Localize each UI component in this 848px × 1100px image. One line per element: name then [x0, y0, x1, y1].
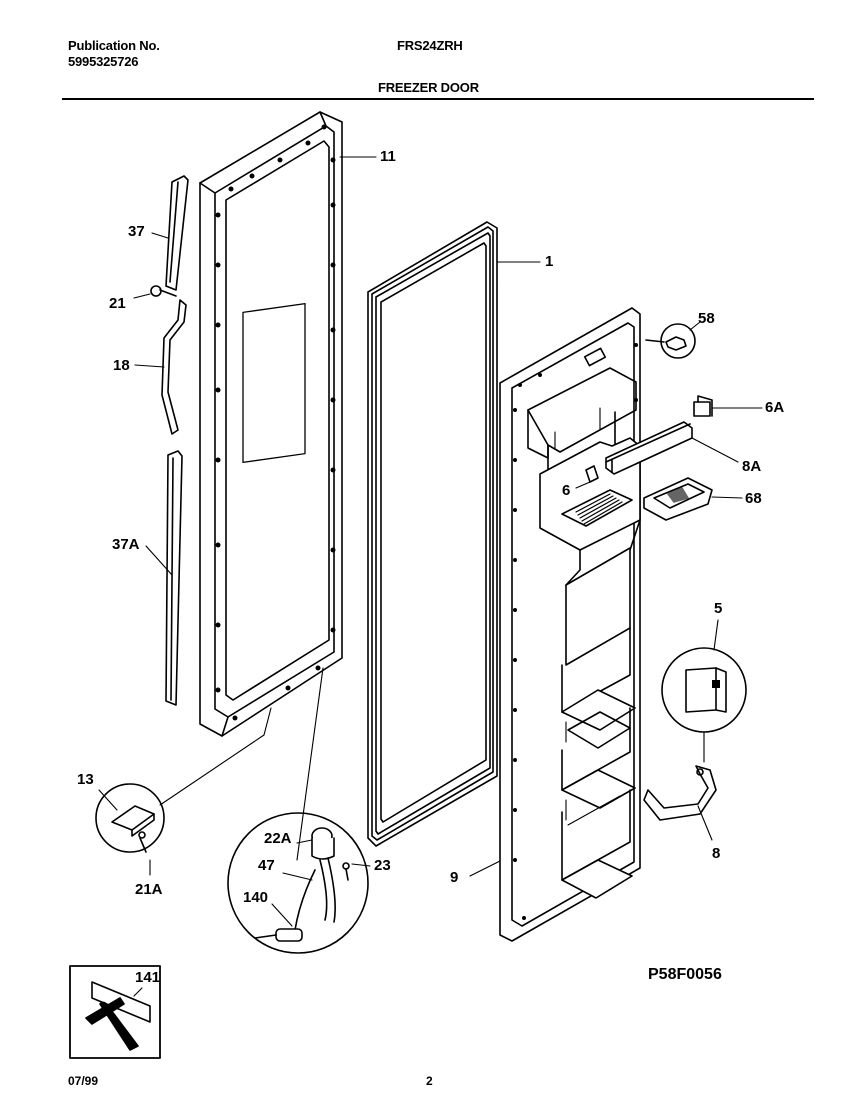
part-5-detail — [661, 619, 747, 763]
callout-6a: 6A — [765, 399, 785, 416]
callout-13: 13 — [77, 771, 94, 788]
callout-11: 11 — [380, 148, 396, 165]
screw-58 — [645, 321, 701, 359]
callout-58: 58 — [698, 310, 715, 327]
publication-label: Publication No. — [68, 38, 160, 53]
part-68-tray — [643, 477, 743, 521]
part-141-box — [69, 965, 161, 1059]
callout-6: 6 — [562, 482, 571, 499]
callout-8: 8 — [712, 845, 721, 862]
page-number: 2 — [426, 1074, 433, 1088]
hinge-strip-parts — [133, 175, 189, 706]
callout-21: 21 — [109, 295, 126, 312]
callout-9: 9 — [450, 869, 459, 886]
model-number: FRS24ZRH — [397, 38, 463, 53]
light-socket-detail — [227, 812, 371, 954]
inner-door-liner — [469, 307, 641, 942]
callout-68: 68 — [745, 490, 762, 507]
part-8a-rail — [605, 421, 739, 475]
footer-date: 07/99 — [68, 1074, 99, 1088]
callout-37: 37 — [128, 223, 145, 240]
callout-140: 140 — [243, 889, 269, 906]
publication-number: 5995325726 — [68, 54, 139, 69]
callout-1: 1 — [545, 253, 554, 270]
callout-5: 5 — [714, 600, 723, 617]
part-8-handle — [643, 765, 717, 841]
part-6a-clip — [693, 395, 763, 417]
hinge-detail-circle — [95, 783, 165, 876]
diagram-code: P58F0056 — [648, 966, 722, 983]
callout-37a: 37A — [112, 536, 140, 553]
callout-141: 141 — [135, 969, 161, 986]
callout-8a: 8A — [742, 458, 762, 475]
callout-23: 23 — [374, 857, 391, 874]
callout-47: 47 — [258, 857, 275, 874]
callout-21a: 21A — [135, 881, 163, 898]
door-gasket — [367, 221, 541, 847]
header-rule — [62, 98, 814, 100]
outer-door-panel — [159, 111, 377, 861]
section-title: FREEZER DOOR — [378, 80, 479, 95]
callout-18: 18 — [113, 357, 130, 374]
part-6-pin — [575, 465, 599, 489]
callout-22a: 22A — [264, 830, 292, 847]
